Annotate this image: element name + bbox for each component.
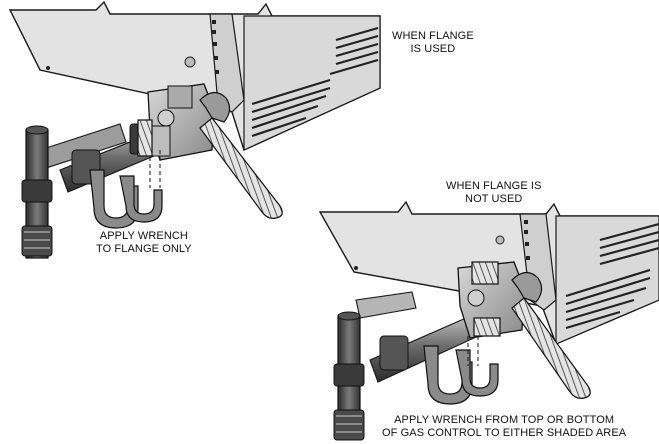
vertical-pipe-top: [21, 125, 53, 259]
callout-line: WHEN FLANGE: [392, 30, 474, 42]
callout-line: WHEN FLANGE IS: [446, 180, 542, 192]
callout-apply-wrench-flange: APPLY WRENCH TO FLANGE ONLY: [96, 230, 192, 256]
gas-control-shaded-bottom: [473, 317, 501, 337]
callout-line: NOT USED: [465, 193, 523, 205]
top-illustration-flange-used: [8, 0, 381, 259]
gas-control-valve-bottom: [457, 261, 525, 366]
fryer-cabinet-top: [8, 0, 381, 151]
callout-apply-wrench-gas-control: APPLY WRENCH FROM TOP OR BOTTOM OF GAS C…: [382, 414, 626, 440]
callout-when-flange-used: WHEN FLANGE IS USED: [392, 30, 474, 56]
callout-line: IS USED: [410, 43, 456, 55]
gas-control-shaded-top: [471, 261, 499, 285]
bracket-hooks-top: [89, 169, 163, 229]
callout-when-flange-not-used: WHEN FLANGE IS NOT USED: [446, 180, 542, 206]
vertical-pipe-bottom: [333, 311, 365, 441]
callout-line: OF GAS CONTROL TO EITHER SHADED AREA: [382, 427, 627, 439]
bracket-hooks-bottom: [423, 345, 499, 405]
flange-shaded-area: [137, 119, 153, 157]
bottom-illustration-flange-not-used: [318, 200, 659, 441]
gas-pipe-bottom: [355, 291, 475, 383]
callout-line: TO FLANGE ONLY: [96, 243, 192, 255]
wrench-top: [199, 91, 283, 219]
callout-line: APPLY WRENCH FROM TOP OR BOTTOM: [394, 414, 615, 426]
wrench-bottom: [511, 271, 591, 399]
gas-control-valve-top: [147, 83, 215, 188]
callout-line: APPLY WRENCH: [99, 230, 188, 242]
